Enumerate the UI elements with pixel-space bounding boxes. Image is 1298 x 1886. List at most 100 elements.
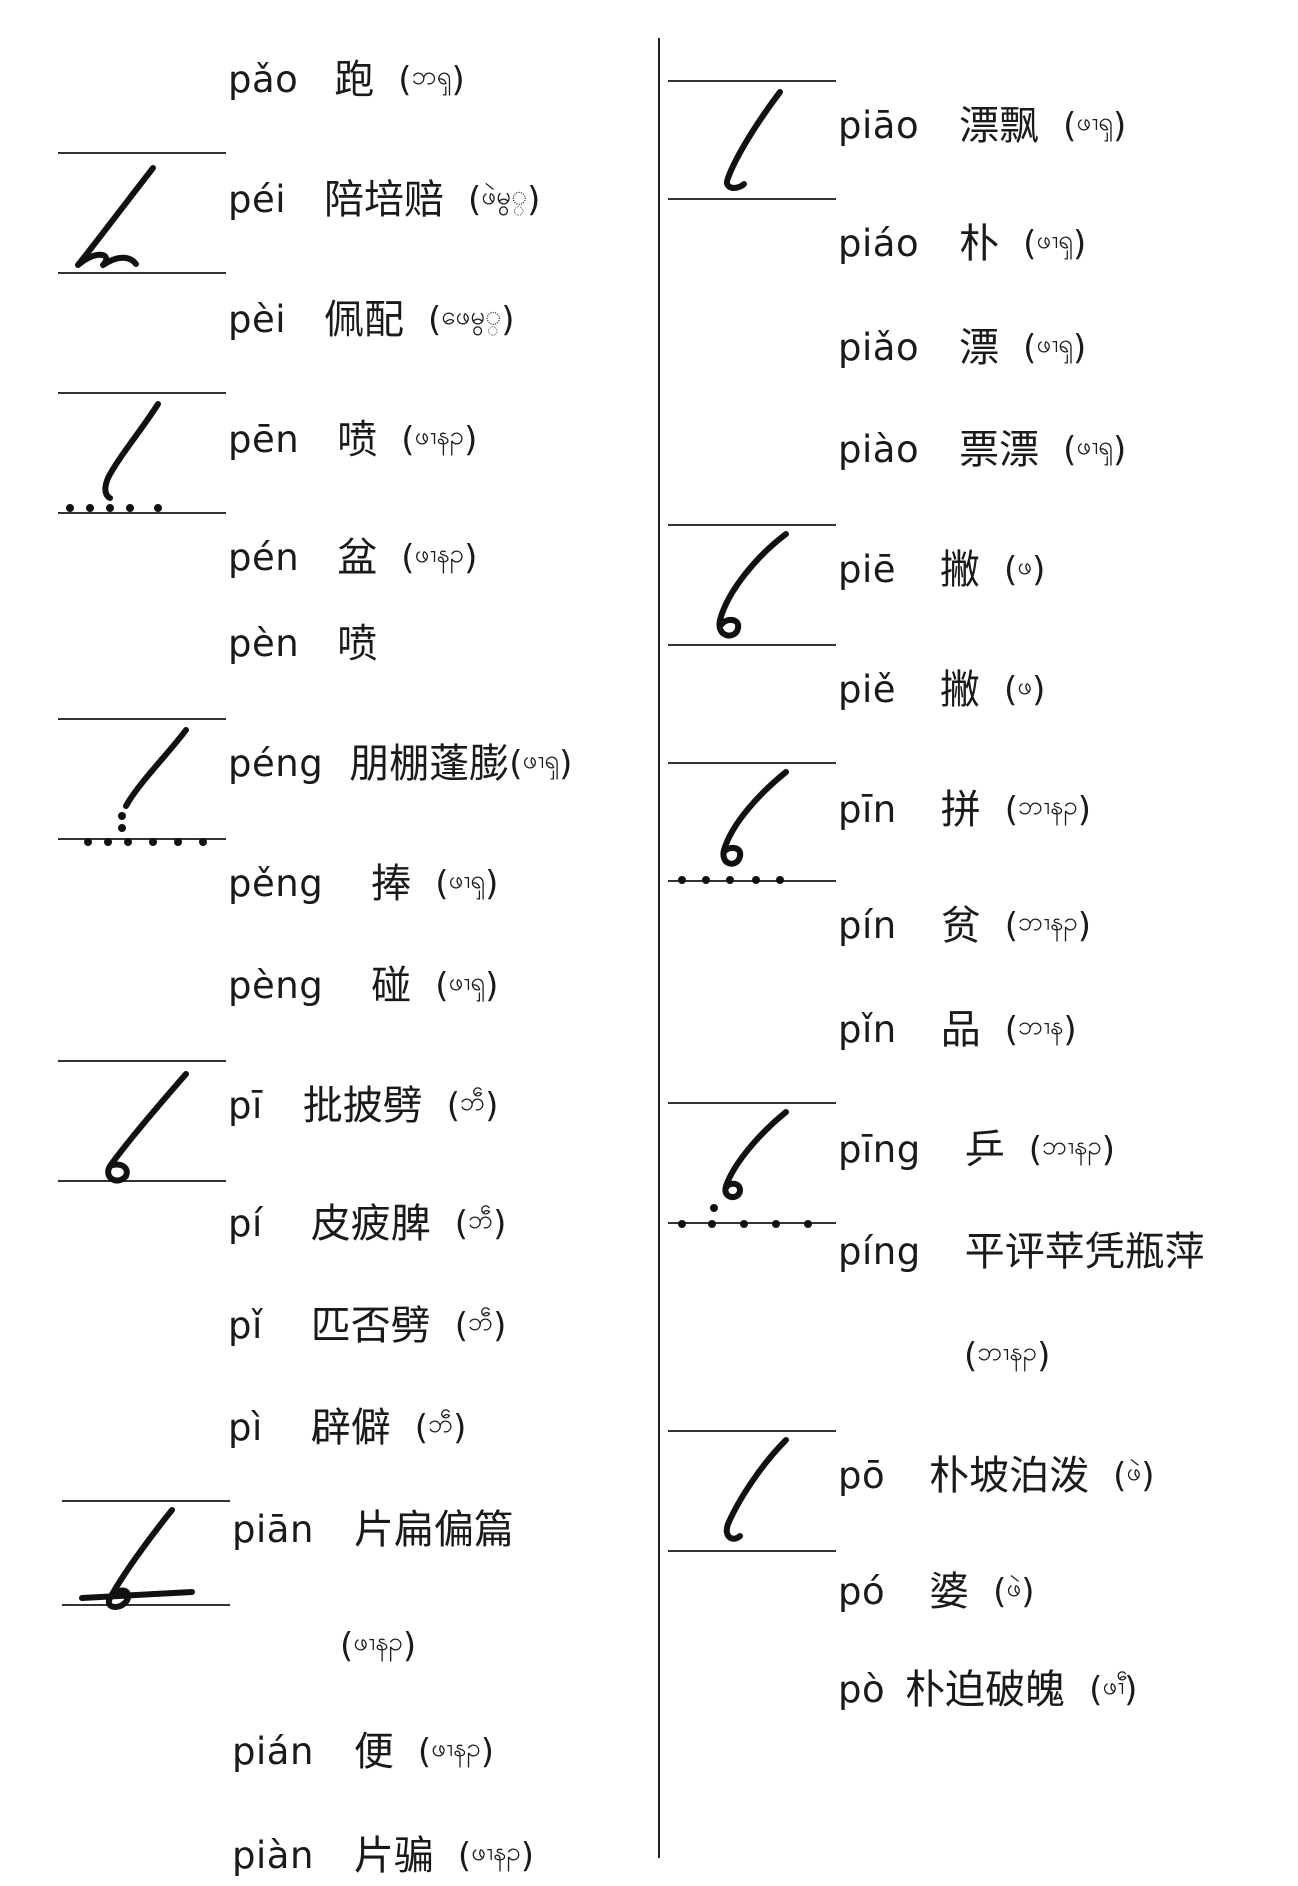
guide-rule	[58, 512, 226, 514]
handwriting-glyph-pen	[66, 401, 162, 512]
dictionary-entry: pì 辟僻 ( ဘဵ )	[228, 1398, 466, 1458]
guide-rule	[668, 644, 836, 646]
script-text: ဘဵ	[428, 1409, 454, 1439]
guide-rule	[668, 198, 836, 200]
dictionary-entry: pǎo 跑 ( ဘၡ )	[228, 50, 465, 110]
pinyin: pěng	[228, 862, 324, 905]
hanzi: 朴迫破魄	[905, 1667, 1066, 1713]
paren-open: (	[435, 966, 449, 1006]
paren-close: )	[464, 420, 478, 460]
paren-close: )	[451, 60, 465, 100]
paren-close: )	[501, 300, 515, 340]
dictionary-entry: pián 便 ( ဖၢနၣ )	[232, 1722, 494, 1782]
pinyin: píng	[838, 1230, 921, 1273]
dictionary-entry: pó 婆 ( ဖဲ )	[838, 1562, 1035, 1622]
paren-open: (	[1023, 224, 1037, 264]
dictionary-entry: pèi 佩配 ( ဖေမွ္ )	[228, 290, 515, 350]
script-text: ဘၢန	[1017, 1011, 1064, 1041]
pinyin: piǎo	[838, 326, 920, 369]
paren-open: (	[446, 1086, 461, 1126]
hanzi: 品	[940, 1007, 981, 1053]
handwriting-glyph-pei	[75, 165, 156, 268]
pinyin: pǎo	[228, 58, 299, 101]
paren-close: )	[1141, 1456, 1155, 1496]
pinyin: piān	[232, 1508, 314, 1551]
dictionary-entry: piě 撇 ( ဖ )	[838, 660, 1045, 720]
paren-open: (	[1004, 790, 1018, 830]
paren-close: )	[1113, 106, 1127, 146]
dictionary-entry-continuation: ( ဖၢနၣ )	[340, 1616, 416, 1676]
paren-open: (	[414, 1408, 429, 1448]
script-text: ဖၢနၣ	[353, 1627, 403, 1657]
pinyin: pì	[228, 1406, 263, 1449]
paren-close: )	[1077, 906, 1092, 946]
script-text: ဘၢနၣ	[1017, 907, 1078, 937]
pinyin: pō	[838, 1454, 886, 1497]
script-text: ဖၢၡ	[448, 865, 486, 895]
pinyin: pèi	[228, 298, 287, 341]
script-text: ဘဵ	[468, 1307, 494, 1337]
dictionary-entry: piàn 片骗 ( ဖၢနၣ )	[232, 1826, 534, 1886]
paren-open: (	[401, 538, 415, 578]
dictionary-entry: pīng 乒 ( ဘၢနၣ )	[838, 1120, 1115, 1180]
hanzi: 拼	[940, 787, 981, 833]
guide-rule	[668, 1430, 836, 1432]
pinyin: piē	[838, 548, 897, 591]
script-text: ဖဲ	[1126, 1457, 1142, 1487]
script-text: ဖၢနၣ	[414, 421, 465, 451]
script-text: ဖၢၡ	[1076, 107, 1114, 137]
hanzi: 漂飘	[959, 103, 1040, 149]
hanzi: 票漂	[959, 427, 1040, 473]
paren-open: (	[428, 300, 442, 340]
guide-rule	[62, 1604, 230, 1606]
paren-open: (	[457, 1836, 472, 1876]
paren-close: )	[402, 1626, 417, 1666]
pinyin: pó	[838, 1570, 886, 1613]
paren-close: )	[1073, 328, 1087, 368]
hanzi: 漂	[959, 325, 1000, 371]
dictionary-entry: pǐn 品 ( ဘၢန )	[838, 1000, 1077, 1060]
paren-close: )	[1077, 790, 1092, 830]
paren-close: )	[493, 1204, 507, 1244]
pinyin: piào	[838, 428, 920, 471]
hanzi: 片扁偏篇	[353, 1507, 514, 1553]
column-divider	[658, 38, 660, 1858]
dictionary-entry: pí 皮疲脾 ( ဘဵ )	[228, 1194, 506, 1254]
script-text: ဖၢၡ	[448, 967, 486, 997]
guide-rule	[58, 838, 226, 840]
hanzi: 乒	[964, 1127, 1005, 1173]
hanzi: 碰	[371, 963, 412, 1009]
paren-open: (	[1028, 1130, 1042, 1170]
guide-rule	[58, 1060, 226, 1062]
paren-close: )	[453, 1408, 467, 1448]
paren-close: )	[485, 1086, 499, 1126]
script-text: ဘၢနၣ	[977, 1337, 1038, 1367]
pinyin: péng	[228, 742, 324, 785]
script-text: ဖၢနၣ	[414, 539, 465, 569]
paren-open: (	[509, 744, 523, 784]
guide-rule	[58, 718, 226, 720]
guide-rule	[668, 880, 836, 882]
paren-close: )	[1037, 1336, 1051, 1376]
guide-rule	[668, 1102, 836, 1104]
paren-open: (	[454, 1306, 469, 1346]
pinyin: pián	[232, 1730, 314, 1773]
pinyin: pèng	[228, 964, 324, 1007]
hanzi: 婆	[929, 1569, 970, 1615]
script-text: ဘဵ	[460, 1087, 486, 1117]
script-text: ဘဵ	[468, 1205, 494, 1235]
dictionary-entry: pén 盆 ( ဖၢနၣ )	[228, 528, 477, 588]
paren-open: (	[401, 420, 415, 460]
paren-close: )	[1073, 224, 1087, 264]
paren-close: )	[559, 744, 573, 784]
paren-open: (	[1004, 1010, 1018, 1050]
paren-close: )	[1063, 1010, 1077, 1050]
dictionary-entry: piāo 漂飘 ( ဖၢၡ )	[838, 96, 1126, 156]
script-text: ဖဲမွ္	[481, 181, 528, 211]
paren-close: )	[527, 180, 541, 220]
paren-close: )	[520, 1836, 535, 1876]
dictionary-entry: pī 批披劈 ( ဘဵ )	[228, 1076, 498, 1136]
paren-open: (	[1004, 670, 1018, 710]
pinyin: pǐn	[838, 1008, 897, 1051]
script-text: ဖေမွ္	[441, 301, 502, 331]
